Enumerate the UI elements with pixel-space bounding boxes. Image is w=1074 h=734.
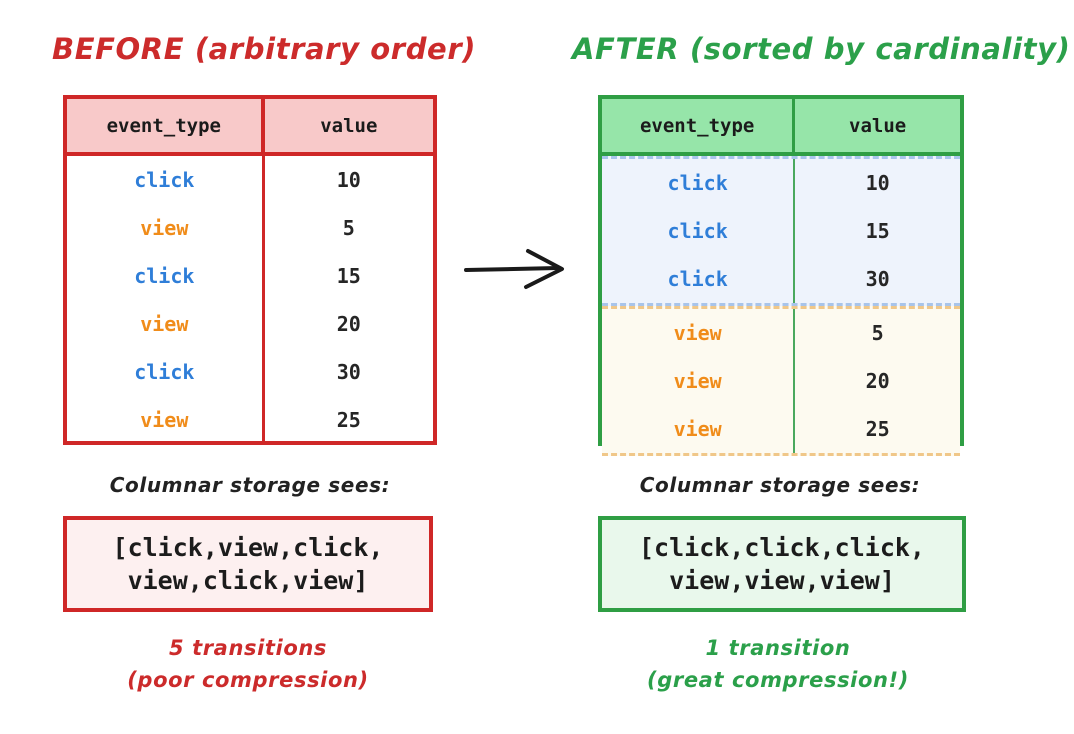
after-note: 1 transition (great compression!) — [588, 633, 968, 696]
before-header-event-type: event_type — [67, 99, 265, 152]
table-row: view 25 — [67, 396, 433, 444]
after-note-line-2: (great compression!) — [647, 667, 909, 692]
cell-value: 15 — [865, 219, 890, 243]
cell-value: 20 — [865, 369, 890, 393]
cell-value: 5 — [342, 216, 355, 240]
table-row: click 15 — [602, 207, 960, 255]
before-note: 5 transitions (poor compression) — [58, 633, 438, 696]
cell-value: 25 — [336, 408, 361, 432]
table-row: click 15 — [67, 252, 433, 300]
panel-title-after: AFTER (sorted by cardinality) — [572, 32, 1071, 66]
cell-event-type: view — [602, 309, 796, 357]
view-group: view 5 view 20 view 25 — [602, 306, 960, 456]
cell-event-type: view — [67, 396, 265, 444]
cell-value: 5 — [871, 321, 884, 345]
table-row: view 20 — [602, 357, 960, 405]
cell-value: 30 — [865, 267, 890, 291]
table-row: view 20 — [67, 300, 433, 348]
after-array-line-2: view,view,view] — [669, 566, 895, 595]
cell-value: 25 — [865, 417, 890, 441]
cell-value: 10 — [865, 171, 890, 195]
before-note-line-2: (poor compression) — [127, 667, 369, 692]
cell-event-type: click — [602, 207, 796, 255]
after-array-box: [click,click,click, view,view,view] — [598, 516, 966, 612]
before-table: event_type value click 10 view 5 click 1… — [63, 95, 437, 445]
table-row: click 30 — [602, 255, 960, 303]
after-table: event_type value click 10 click 15 click… — [598, 95, 964, 456]
cell-event-type: view — [67, 300, 265, 348]
panel-title-before: BEFORE (arbitrary order) — [52, 32, 477, 66]
after-storage-caption: Columnar storage sees: — [639, 473, 921, 497]
cell-event-type: view — [602, 405, 796, 453]
cell-value: 15 — [336, 264, 361, 288]
after-table-body: click 10 click 15 click 30 view 5 view 2… — [602, 156, 960, 456]
table-row: click 10 — [67, 156, 433, 204]
before-array-line-1: [click,view,click, — [112, 533, 384, 562]
after-array-line-1: [click,click,click, — [639, 533, 925, 562]
before-storage-caption: Columnar storage sees: — [109, 473, 391, 497]
after-header-event-type: event_type — [602, 99, 796, 152]
cell-event-type: view — [67, 204, 265, 252]
before-note-line-1: 5 transitions — [168, 636, 328, 660]
after-header-value: value — [849, 114, 907, 137]
before-table-body: click 10 view 5 click 15 view 20 click 3… — [67, 156, 433, 444]
table-row: click 30 — [67, 348, 433, 396]
before-array-box: [click,view,click, view,click,view] — [63, 516, 433, 612]
cell-value: 10 — [336, 168, 361, 192]
right-arrow-icon — [462, 240, 580, 302]
cell-event-type: click — [67, 348, 265, 396]
cell-event-type: click — [602, 159, 796, 207]
cell-value: 30 — [336, 360, 361, 384]
after-table-header-row: event_type value — [602, 99, 960, 156]
cell-event-type: click — [67, 156, 265, 204]
before-table-header-row: event_type value — [67, 99, 433, 156]
table-row: view 5 — [67, 204, 433, 252]
cell-event-type: click — [602, 255, 796, 303]
table-row: view 5 — [602, 309, 960, 357]
cell-event-type: click — [67, 252, 265, 300]
table-row: view 25 — [602, 405, 960, 453]
before-array-line-2: view,click,view] — [127, 566, 369, 595]
click-group: click 10 click 15 click 30 — [602, 156, 960, 306]
table-row: click 10 — [602, 159, 960, 207]
cell-event-type: view — [602, 357, 796, 405]
after-note-line-1: 1 transition — [705, 636, 851, 660]
cell-value: 20 — [336, 312, 361, 336]
before-header-value: value — [320, 114, 378, 137]
